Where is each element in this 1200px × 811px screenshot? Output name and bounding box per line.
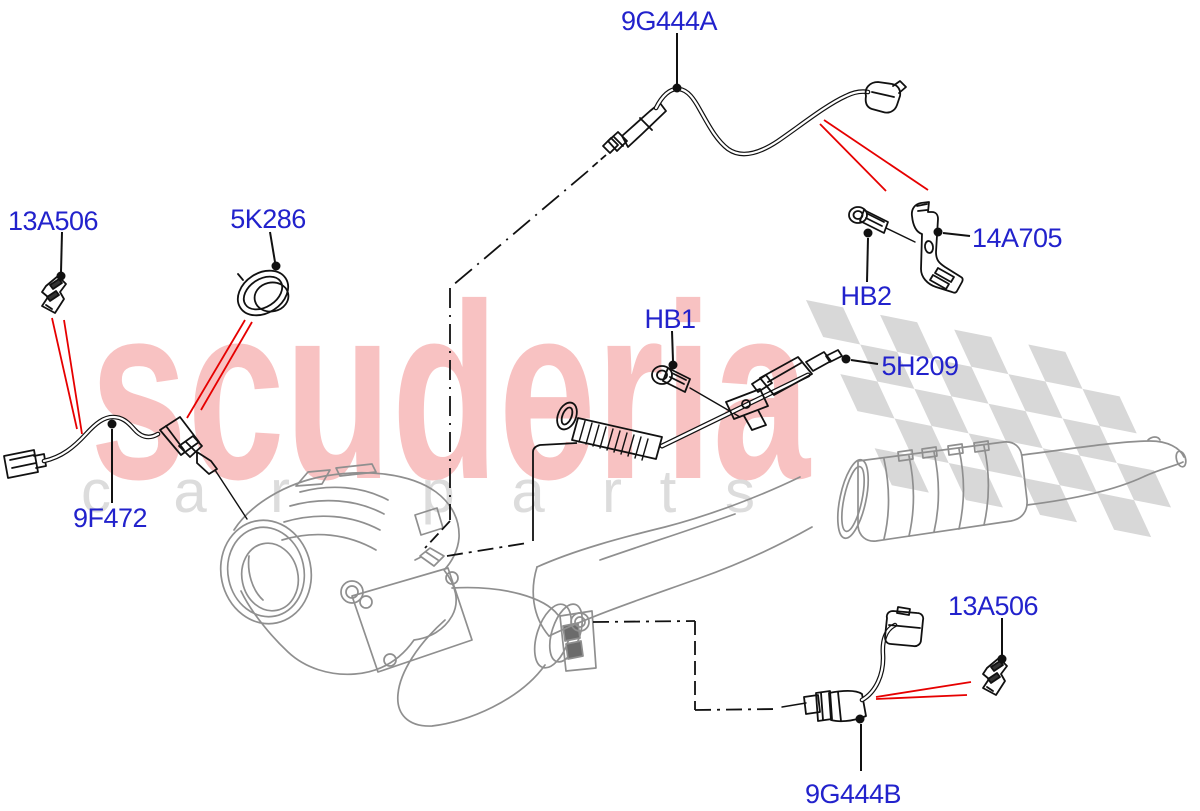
reference-dash-lines	[424, 154, 779, 711]
upstream-o2-sensor-drawing	[602, 80, 907, 157]
part-label-9g444a[interactable]: 9G444A	[620, 6, 718, 36]
part-label-5h209[interactable]: 5H209	[881, 351, 959, 381]
context-art	[219, 436, 1187, 727]
svg-text:a: a	[173, 458, 207, 525]
downstream-o2-sensor-drawing	[781, 606, 925, 723]
part-label-9g444b[interactable]: 9G444B	[804, 779, 902, 809]
harness-clip-bottom-drawing	[982, 657, 1008, 696]
bracket-drawing	[910, 201, 964, 294]
part-label-13a506-bottom[interactable]: 13A506	[947, 591, 1039, 621]
part-label-14a705[interactable]: 14A705	[971, 223, 1063, 253]
harness-clip-top-drawing	[41, 275, 67, 314]
checkered-flag-watermark	[806, 300, 1172, 538]
downpipe-drawing	[532, 436, 1187, 637]
pointer-lines-red	[51, 119, 972, 700]
svg-text:c: c	[81, 458, 111, 525]
svg-text:s: s	[725, 458, 755, 525]
turbocharger-drawing	[219, 463, 473, 676]
svg-text:a: a	[511, 458, 545, 525]
grommet-drawing	[236, 269, 290, 317]
egt-sensor-drawing	[3, 414, 248, 520]
part-label-hb2[interactable]: HB2	[840, 281, 892, 311]
part-label-hb1[interactable]: HB1	[644, 304, 696, 334]
part-label-13a506-top[interactable]: 13A506	[7, 206, 99, 236]
leader-lines	[56, 33, 1007, 771]
catalyst-cone-drawing	[397, 586, 597, 727]
hb2-bolt-drawing	[848, 206, 916, 243]
svg-text:r: r	[602, 458, 622, 525]
svg-text:t: t	[660, 458, 677, 525]
part-label-9f472[interactable]: 9F472	[72, 503, 148, 533]
temp-sensor-tube-drawing	[556, 349, 843, 461]
part-label-5k286[interactable]: 5K286	[230, 204, 306, 234]
part-art	[3, 80, 1008, 723]
